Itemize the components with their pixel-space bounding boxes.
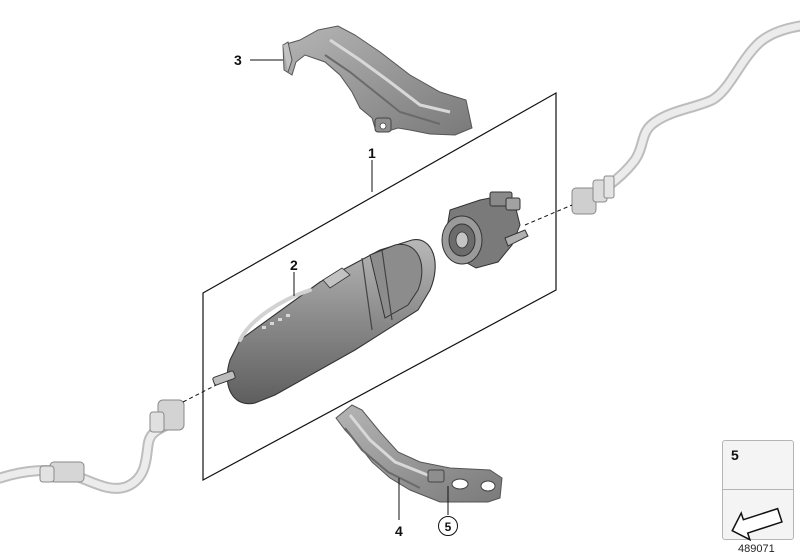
callout-item-2: 2 [290,257,298,273]
filter-label-marks [262,314,290,329]
bracket-bottom [335,404,503,503]
reference-number: 489071 [738,543,775,555]
hose-connector-right [571,175,615,215]
legend-divider [723,489,793,490]
bracket-top [282,25,473,136]
fuel-hose-left [0,399,185,494]
callout-item-5-circled: 5 [438,516,458,536]
callout-item-3: 3 [234,52,242,68]
leader-lines [250,59,449,520]
fuel-filter [212,239,436,405]
callout-item-1: 1 [368,145,376,161]
legend-item-number: 5 [731,447,739,463]
legend-box: 5 [722,440,794,541]
hose-connector-left [39,399,185,483]
arrow-icon [731,507,783,541]
assembly-frame [202,91,557,482]
pressure-regulator [441,191,529,269]
callout-item-4: 4 [395,523,403,539]
fuel-hose-right [571,20,800,215]
